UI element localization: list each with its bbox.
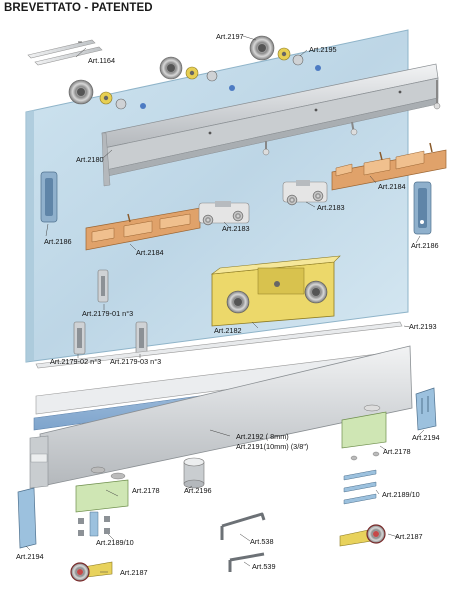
art-538-hex-key [220,512,266,540]
art-2184-left-part [85,207,201,251]
label-art-538: Art.538 [250,537,274,546]
art-2186-right-part [413,181,432,235]
label-art-2187-left: Art.2187 [120,568,148,577]
label-art-2192: Art.2192 ( 8mm) [236,432,289,441]
art-2182-part [210,255,341,327]
art-2180-top-rail [101,63,441,187]
label-art-2178-left: Art.2178 [132,486,160,495]
label-art-2179-01: Art.2179-01 n°3 [82,309,134,318]
label-art-2179-02: Art.2179-02 n°3 [50,357,102,366]
art-2193-part [35,321,403,369]
art-2183-right-part [282,180,328,206]
label-art-2189-left: Art.2189/10 [96,538,134,547]
art-2192-bottom-rail [29,345,413,489]
label-art-2195: Art.2195 [309,45,337,54]
label-art-539: Art.539 [252,562,276,571]
label-art-2184-left: Art.2184 [136,248,164,257]
label-art-2193: Art.2193 [409,322,437,331]
label-art-2191: Art.2191(10mm) (3/8") [236,442,309,451]
label-art-2179-03: Art.2179-03 n°3 [110,357,162,366]
art-2187-right-part [339,524,386,547]
label-art-2183-right: Art.2183 [317,203,345,212]
art-2187-left-part [70,561,113,582]
label-art-2196: Art.2196 [184,486,212,495]
label-art-2184-right: Art.2184 [378,182,406,191]
art-2178-left-part [75,466,129,513]
page-title: BREVETTATO - PATENTED [4,2,153,14]
label-art-2183-mid: Art.2183 [222,224,250,233]
label-art-2187-right: Art.2187 [395,532,423,541]
art-2189-right-screws [343,469,377,505]
label-art-2178-right: Art.2178 [383,447,411,456]
art-2186-left-part [40,171,58,223]
label-art-2194-right: Art.2194 [412,433,440,442]
art-2196-part [183,457,205,489]
label-art-2180: Art.2180 [76,155,104,164]
label-art-2186-left: Art.2186 [44,237,72,246]
label-art-2186-right: Art.2186 [411,241,439,250]
label-art-1164: Art.1164 [88,56,116,65]
label-art-2197: Art.2197 [216,32,244,41]
art-2194-right-part [415,387,437,431]
art-2197-wheels [68,35,321,110]
art-539-hex-key [228,552,265,572]
art-2183-mid-part [198,201,250,226]
art-1164-part [27,39,103,66]
art-2178-right-part [341,404,387,461]
label-art-2194-left: Art.2194 [16,552,44,561]
art-2189-left-screws [78,511,110,537]
art-2179-spacers [73,269,148,355]
label-art-2182: Art.2182 [214,326,242,335]
art-2194-left-part [17,487,37,549]
leader-lines [25,35,425,573]
label-art-2189-right: Art.2189/10 [382,490,420,499]
art-2184-right-part [331,142,447,191]
